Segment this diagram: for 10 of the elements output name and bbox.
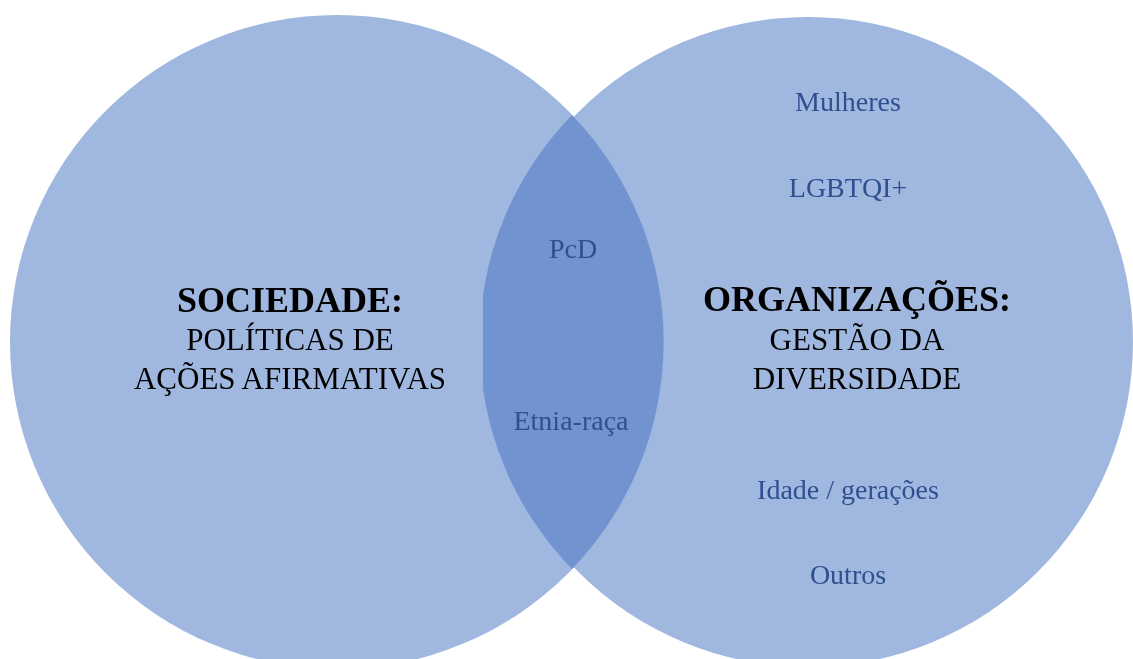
category-label: LGBTQI+ (788, 170, 908, 205)
circle-subheading: GESTÃO DA DIVERSIDADE (751, 321, 963, 398)
category-label: PcD (548, 231, 598, 266)
circle-heading: SOCIEDADE: (176, 278, 404, 322)
circle-subheading: POLÍTICAS DE AÇÕES AFIRMATIVAS (132, 321, 448, 398)
category-label: Idade / gerações (757, 472, 939, 507)
category-label: Etnia-raça (513, 403, 629, 438)
circle-heading: ORGANIZAÇÕES: (703, 277, 1011, 321)
category-label: Mulheres (795, 84, 901, 119)
category-label: Outros (809, 557, 887, 592)
